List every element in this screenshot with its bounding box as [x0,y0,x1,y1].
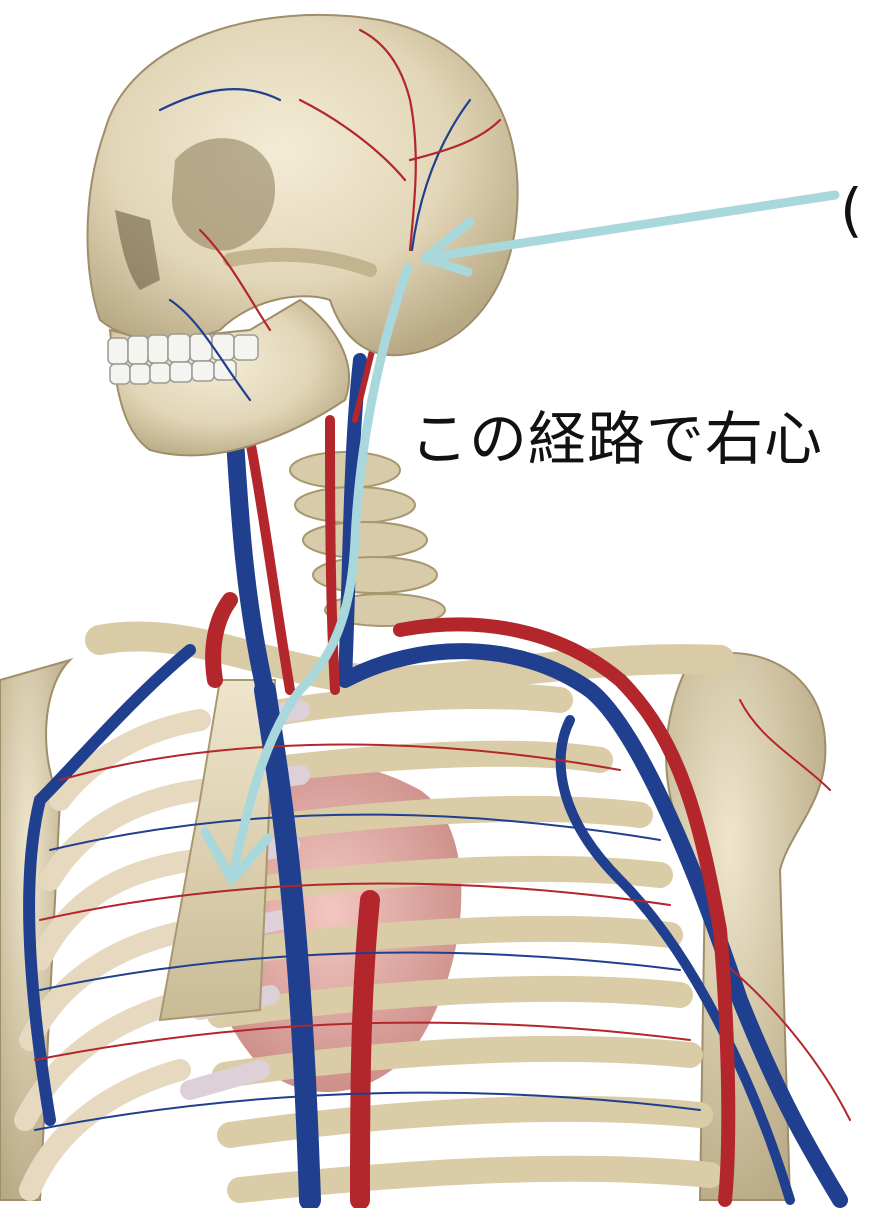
truncated-text: ( [840,176,863,244]
teeth [108,334,258,384]
path-caption: この経路で右心 [410,392,823,476]
cervical-spine [290,452,445,626]
